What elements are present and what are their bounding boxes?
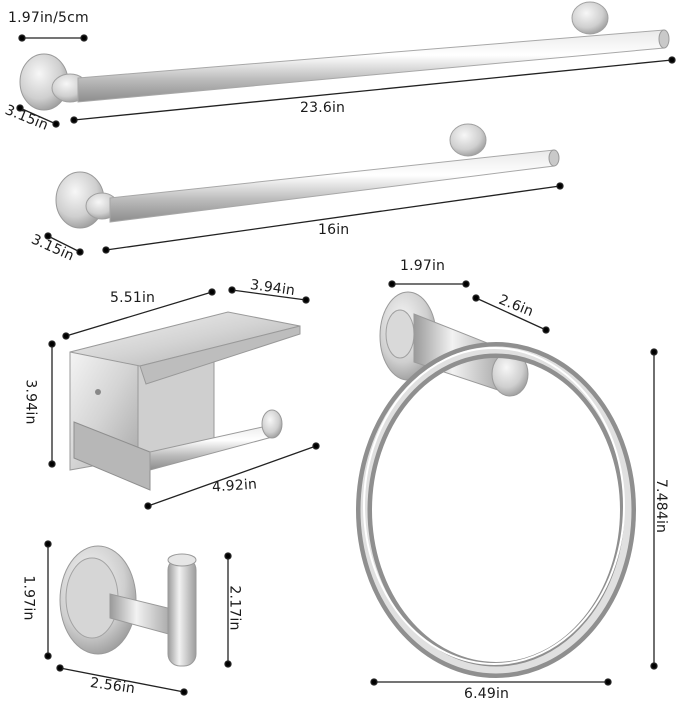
toilet-paper-holder [69, 311, 301, 491]
dimension-lines-towel-ring [370, 280, 658, 686]
label-hook-height: 2.17in [226, 585, 243, 631]
towel-ring [356, 291, 636, 678]
robe-hook [59, 545, 197, 667]
label-bar-short-length: 16in [318, 222, 350, 238]
label-holder-rod: 4.92in [211, 476, 258, 496]
label-holder-height: 3.94in [22, 379, 39, 425]
dimension-lines-robe-hook [44, 540, 232, 696]
label-bar-long-length: 23.6in [300, 100, 346, 116]
label-ring-base: 1.97in [400, 258, 446, 274]
dimension-lines-bar-short [44, 182, 564, 256]
towel-bar-long [19, 1, 670, 111]
label-ring-width: 6.49in [464, 686, 510, 702]
label-holder-width: 5.51in [110, 290, 156, 306]
label-ring-height: 7.484in [653, 478, 670, 534]
label-hook-base: 1.97in [20, 575, 37, 621]
dimension-lines-bar-long [16, 34, 676, 128]
towel-bar-short [55, 123, 560, 229]
dimension-lines-paper-holder [48, 286, 320, 510]
label-bar-long-diameter: 1.97in/5cm [8, 10, 89, 26]
